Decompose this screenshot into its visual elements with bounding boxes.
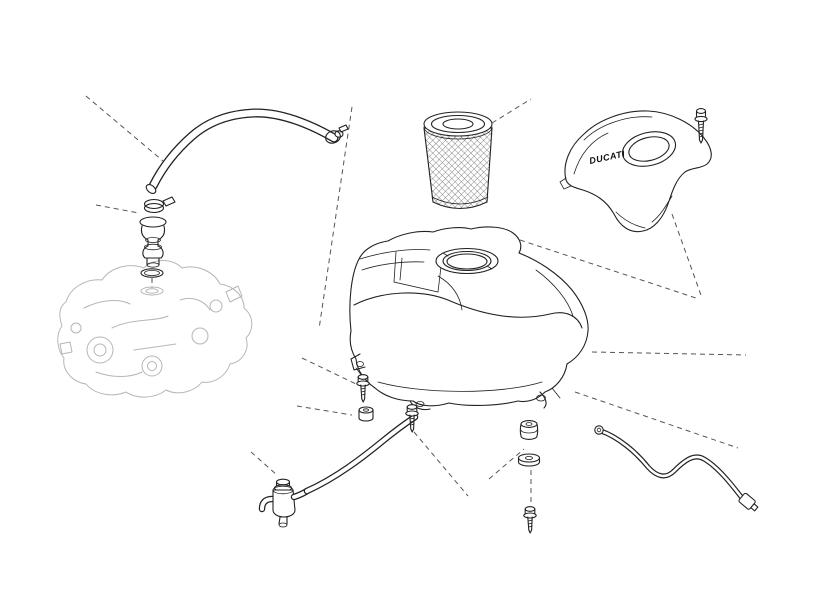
front-rubber-spacer xyxy=(358,406,374,422)
leader-lines xyxy=(85,95,747,506)
o-ring xyxy=(140,268,164,278)
fuel-pump xyxy=(258,478,311,528)
rear-cup-washer xyxy=(517,453,541,467)
airbox-cover: DUCATI xyxy=(559,110,712,233)
rear-mount-bolt xyxy=(523,506,537,534)
air-filter-cartridge xyxy=(423,111,493,210)
breather-hose xyxy=(145,108,349,194)
front-mount-bolt xyxy=(356,374,370,403)
cover-screw xyxy=(694,108,708,144)
engine-crankcase xyxy=(57,260,253,398)
fuel-hose xyxy=(303,413,419,495)
center-mount-bolt xyxy=(405,404,419,433)
hose-end-clamp xyxy=(325,124,349,144)
breather-union-fitting xyxy=(139,216,167,268)
cable-connector xyxy=(738,492,759,512)
rear-rubber-grommet xyxy=(519,420,539,440)
sensor-cable xyxy=(594,425,759,512)
hose-clamp xyxy=(143,196,176,214)
fuel-tank xyxy=(349,226,589,411)
tank-filler-opening xyxy=(435,247,499,275)
